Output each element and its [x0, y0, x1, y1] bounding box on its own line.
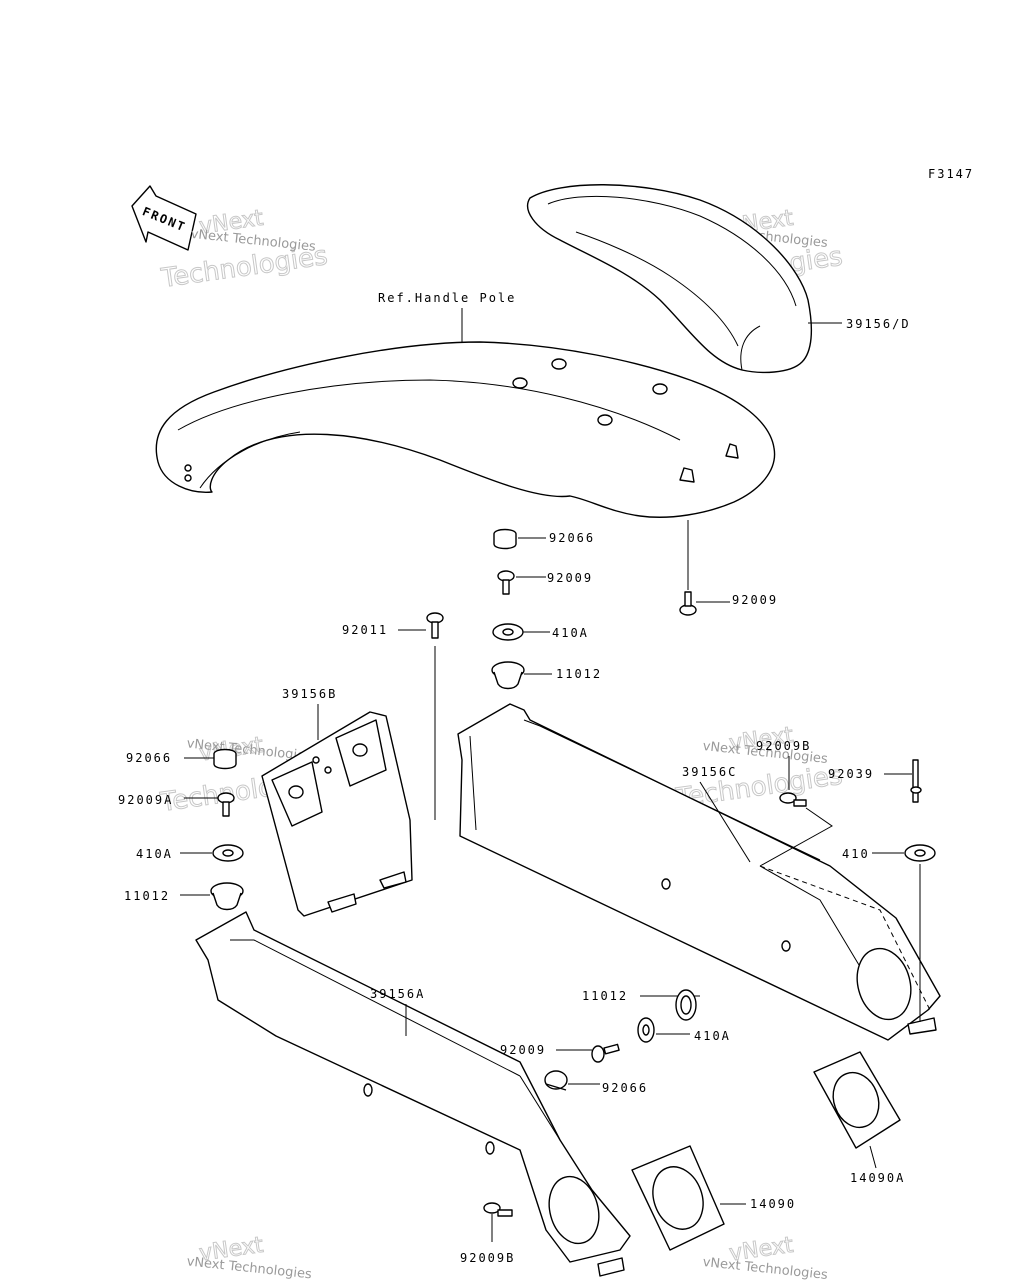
label-14090A: 14090A	[850, 1171, 905, 1185]
frame-14090A	[813, 1051, 901, 1149]
channel-39156C	[457, 703, 941, 1041]
label-39156A: 39156A	[370, 987, 425, 1001]
seat-cushion-39156D	[526, 184, 813, 374]
frame-14090	[631, 1145, 725, 1251]
label-92009-mid: 92009	[500, 1043, 546, 1057]
pin-92039	[910, 759, 922, 803]
label-92066-mid: 92066	[602, 1081, 648, 1095]
leader-92009B-top-2	[759, 807, 833, 867]
bolt-92011	[426, 612, 444, 639]
label-410A-left: 410A	[136, 847, 173, 861]
hidden-line-39156C	[759, 865, 931, 1011]
label-11012-left: 11012	[124, 889, 170, 903]
label-39156D: 39156/D	[846, 317, 911, 331]
leader-39156C	[699, 781, 751, 863]
grommet-11012-left	[210, 882, 244, 911]
washer-410A-left	[212, 844, 244, 862]
handle-pole-cover	[155, 341, 776, 518]
label-39156B: 39156B	[282, 687, 337, 701]
leader-14090A	[869, 1145, 877, 1169]
label-14090: 14090	[750, 1197, 796, 1211]
label-410A-top: 410A	[552, 626, 589, 640]
washer-410	[904, 844, 936, 862]
label-11012-mid: 11012	[582, 989, 628, 1003]
bolt-92009-mid	[591, 1043, 620, 1063]
label-92066-left: 92066	[126, 751, 172, 765]
bolt-92009-top	[497, 570, 515, 595]
bolt-92009B-bottom	[483, 1202, 513, 1217]
label-92009-top: 92009	[547, 571, 593, 585]
label-92009B-top: 92009B	[756, 739, 811, 753]
label-92009-right: 92009	[732, 593, 778, 607]
label-92009A: 92009A	[118, 793, 173, 807]
cap-92066-mid	[544, 1070, 568, 1091]
bolt-92009A	[217, 792, 235, 817]
label-410A-mid: 410A	[694, 1029, 731, 1043]
label-92066-top: 92066	[549, 531, 595, 545]
front-arrow-icon: FRONT	[131, 185, 197, 251]
figure-code: F3147	[928, 167, 974, 181]
label-39156C: 39156C	[682, 765, 737, 779]
grommet-11012-top	[491, 661, 525, 690]
label-92039: 92039	[828, 767, 874, 781]
bolt-92009-right	[679, 591, 697, 616]
washer-410A-mid	[637, 1017, 655, 1043]
channel-39156A	[195, 911, 631, 1277]
label-11012-top: 11012	[556, 667, 602, 681]
label-410: 410	[842, 847, 870, 861]
label-92011: 92011	[342, 623, 388, 637]
bolt-92009B-top	[779, 792, 807, 807]
cap-92066-left	[213, 748, 237, 770]
label-92009B-bottom: 92009B	[460, 1251, 515, 1265]
grommet-11012-mid	[675, 989, 697, 1021]
cap-92066-top	[493, 528, 517, 550]
washer-410A-top	[492, 623, 524, 641]
label-ref-handle-pole: Ref.Handle Pole	[378, 291, 516, 305]
bracket-39156B	[261, 711, 413, 917]
